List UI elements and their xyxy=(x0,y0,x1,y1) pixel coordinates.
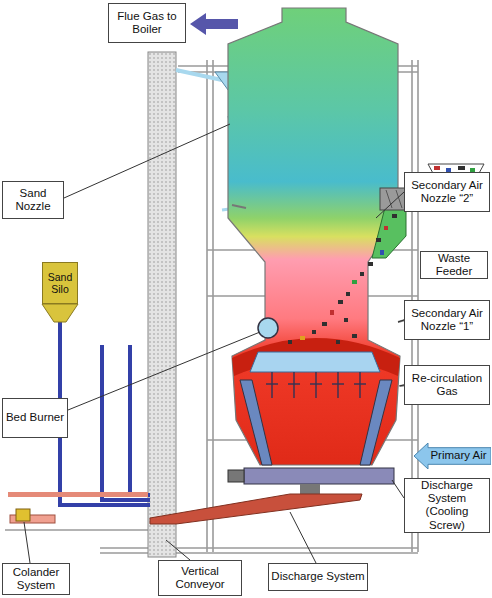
callout-box: Colander System xyxy=(2,563,70,595)
callout-label: Discharge System (Cooling Screw) xyxy=(405,479,489,532)
furnace-body xyxy=(228,8,400,465)
air-arrow: Primary Air xyxy=(414,443,491,469)
sand-pipe xyxy=(60,322,150,505)
callout-box: Discharge System (Cooling Screw) xyxy=(404,478,490,533)
callout-label: Sand Silo xyxy=(43,271,77,295)
silo-body: Sand Silo xyxy=(42,262,78,304)
arrow-shape xyxy=(414,443,491,469)
falling-waste xyxy=(322,322,327,326)
leader-line xyxy=(166,540,190,560)
fluidized-bed xyxy=(232,338,400,465)
leader-line xyxy=(376,192,404,218)
callout-box: Flue Gas to Boiler xyxy=(108,3,186,43)
leader-line xyxy=(290,512,316,563)
sand-pipe xyxy=(130,345,150,495)
falling-waste xyxy=(392,214,397,218)
callout-label: Sand Nozzle xyxy=(3,187,63,213)
air-nozzles xyxy=(266,383,278,384)
screw-motor xyxy=(228,470,244,482)
callout-box: Discharge System xyxy=(268,563,368,591)
callout-label: Colander System xyxy=(3,566,69,592)
falling-waste xyxy=(380,250,384,255)
callout-label: Secondary Air Nozzle “2” xyxy=(405,179,489,205)
air-nozzles xyxy=(310,383,322,384)
falling-waste xyxy=(336,340,340,344)
air-nozzles xyxy=(337,372,338,398)
air-nozzles xyxy=(332,383,344,384)
leader-line xyxy=(392,480,404,498)
callout-box: Waste Feeder xyxy=(420,251,488,279)
vertical-conveyor xyxy=(148,52,176,557)
falling-waste xyxy=(384,226,388,230)
callout-label: Discharge System xyxy=(269,570,366,583)
air-nozzles xyxy=(266,372,366,398)
silo-cone xyxy=(42,304,78,322)
falling-waste xyxy=(360,272,364,276)
bed-wall xyxy=(232,338,400,376)
falling-waste xyxy=(288,340,292,344)
waste-piece xyxy=(458,166,465,170)
falling-waste xyxy=(312,330,316,334)
falling-waste xyxy=(330,310,334,315)
falling-waste xyxy=(344,318,348,322)
callout-label: Re-circulation Gas xyxy=(405,372,489,398)
falling-waste xyxy=(352,334,357,338)
callout-box: Sand Nozzle xyxy=(2,181,64,219)
air-inlets xyxy=(232,205,412,386)
falling-waste xyxy=(352,280,357,284)
discharge-screw xyxy=(228,468,394,494)
hopper-wall xyxy=(360,380,392,465)
colander-system xyxy=(8,492,148,523)
screw-support xyxy=(300,484,320,494)
callout-label: Bed Burner xyxy=(4,411,66,424)
air-nozzles xyxy=(293,372,294,398)
falling-waste xyxy=(346,292,350,296)
leader-line xyxy=(64,124,230,198)
falling-waste xyxy=(376,238,381,242)
leader-line xyxy=(24,522,30,563)
callout-label: Secondary Air Nozzle “1” xyxy=(405,307,489,333)
waste-piece xyxy=(434,166,440,170)
distributor-plate xyxy=(250,352,380,372)
bed-burner xyxy=(258,318,278,338)
cooling-screw xyxy=(244,468,394,484)
falling-waste xyxy=(288,214,397,344)
flue-gas-arrow xyxy=(190,13,238,35)
callout-box: Vertical Conveyor xyxy=(158,560,242,596)
air-nozzles xyxy=(271,372,272,398)
callout-box: Re-circulation Gas xyxy=(404,365,490,405)
callout-box: Secondary Air Nozzle “1” xyxy=(404,300,490,340)
air-nozzles xyxy=(315,372,316,398)
air-nozzles xyxy=(288,383,300,384)
colander-box xyxy=(16,509,30,521)
falling-waste xyxy=(368,262,373,266)
callout-label: Primary Air xyxy=(416,449,488,462)
falling-waste xyxy=(338,300,343,304)
callout-box: Secondary Air Nozzle “2” xyxy=(404,172,490,212)
leader-line xyxy=(68,332,260,410)
callout-label: Vertical Conveyor xyxy=(159,565,241,591)
air-nozzles xyxy=(359,372,360,398)
colander-beam xyxy=(8,492,148,497)
discharge-conveyor xyxy=(150,494,362,524)
sand-pipe xyxy=(102,345,150,500)
air-nozzles xyxy=(354,383,366,384)
callout-label: Flue Gas to Boiler xyxy=(109,10,185,36)
leader-lines xyxy=(24,124,404,563)
hopper-wall xyxy=(240,380,272,465)
frame-beam xyxy=(5,529,148,531)
frame-column xyxy=(212,60,214,552)
callout-box: Bed Burner xyxy=(2,398,68,438)
callout-label: Waste Feeder xyxy=(421,252,487,278)
side-inlet xyxy=(232,205,246,208)
falling-waste xyxy=(300,336,305,340)
sand-silo-pipes xyxy=(60,322,150,505)
